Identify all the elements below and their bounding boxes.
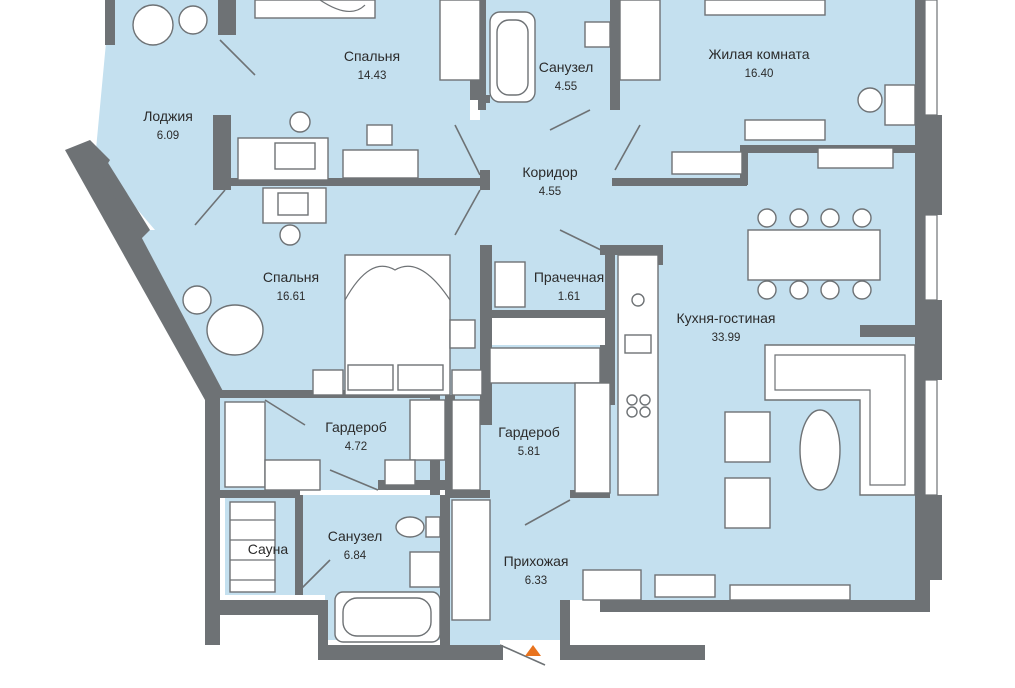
toilet — [395, 516, 425, 538]
room-name-wardrobe-1: Гардероб — [325, 419, 387, 435]
room-name-bathroom-2: Санузел — [328, 528, 383, 544]
room-name-living-room: Жилая комната — [708, 46, 809, 62]
room-name-sauna: Сауна — [248, 541, 289, 557]
lounge-chair — [206, 304, 264, 356]
corner-sofa — [764, 344, 916, 496]
room-area-bathroom-1: 4.55 — [555, 81, 577, 93]
furniture — [132, 0, 916, 643]
room-area-bathroom-2: 6.84 — [344, 550, 367, 562]
room-name-wardrobe-2: Гардероб — [498, 424, 560, 440]
kitchen-counter — [617, 254, 659, 496]
room-labels: Спальня 14.43 Санузел 4.55 Жилая комната… — [143, 46, 810, 587]
room-name-hallway: Прихожая — [504, 553, 569, 569]
room-name-bathroom-1: Санузел — [539, 59, 594, 75]
room-name-kitchen-living: Кухня-гостиная — [676, 310, 775, 326]
walls — [65, 0, 942, 660]
sofa-1 — [704, 0, 826, 16]
entrance-arrow-icon — [525, 645, 541, 656]
room-area-loggia: 6.09 — [157, 130, 179, 142]
room-area-hallway: 6.33 — [525, 575, 547, 587]
room-area-wardrobe-1: 4.72 — [345, 441, 367, 453]
room-name-bedroom-1: Спальня — [344, 48, 400, 64]
room-area-laundry: 1.61 — [558, 291, 580, 303]
doors — [194, 39, 641, 666]
room-area-bedroom-1: 14.43 — [358, 70, 387, 82]
room-name-laundry: Прачечная — [534, 269, 604, 285]
round-table — [132, 4, 174, 46]
dining-table — [747, 229, 881, 281]
room-area-living-room: 16.40 — [745, 68, 774, 80]
bed-1 — [254, 0, 376, 19]
room-area-corridor: 4.55 — [539, 186, 561, 198]
floor-corridor — [480, 90, 620, 250]
sauna-bench — [229, 501, 276, 593]
room-name-loggia: Лоджия — [143, 108, 193, 124]
room-area-bedroom-2: 16.61 — [277, 291, 306, 303]
floor-loggia — [95, 0, 240, 230]
coffee-table — [799, 409, 841, 491]
room-name-corridor: Коридор — [522, 164, 578, 180]
room-area-wardrobe-2: 5.81 — [518, 446, 540, 458]
room-name-bedroom-2: Спальня — [263, 269, 319, 285]
room-area-kitchen-living: 33.99 — [712, 332, 741, 344]
floor-living-room — [620, 0, 915, 150]
